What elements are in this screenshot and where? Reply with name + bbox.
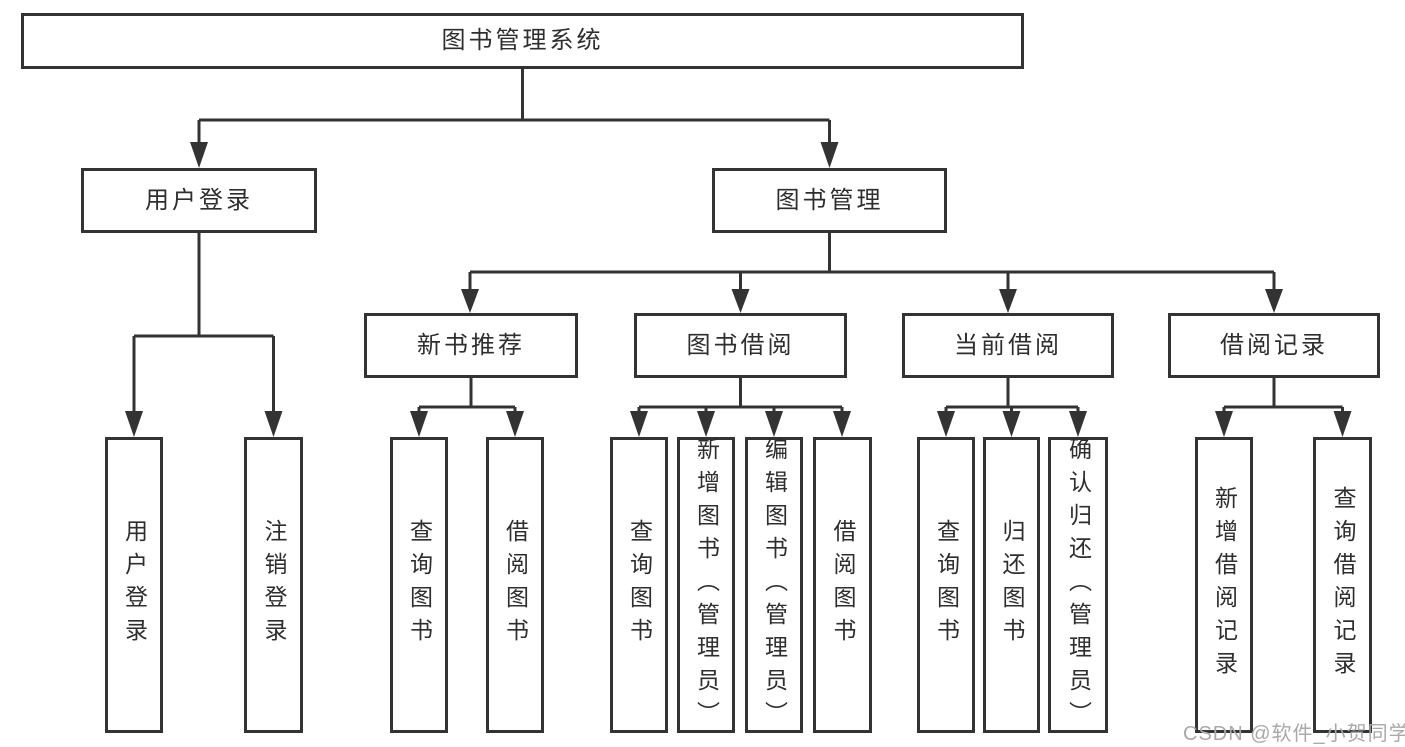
leaf-logout: 注销登录: [244, 437, 303, 733]
node-book-borrowing-label: 图书借阅: [686, 331, 795, 359]
leaf-query-books-current: 查询图书: [917, 437, 975, 733]
leaf-confirm-return-admin-label: 确认归还（管理员）: [1065, 436, 1092, 734]
node-library-system-label: 图书管理系统: [441, 27, 604, 54]
node-library-system: 图书管理系统: [21, 13, 1024, 69]
leaf-logout-label: 注销登录: [261, 519, 287, 651]
leaf-user-login: 用户登录: [105, 437, 163, 733]
leaf-add-borrow-record-label: 新增借阅记录: [1211, 486, 1238, 684]
node-user-login: 用户登录: [81, 168, 317, 233]
leaf-add-borrow-record: 新增借阅记录: [1195, 437, 1253, 733]
leaf-query-books-borrowing: 查询图书: [610, 437, 668, 733]
leaf-confirm-return-admin: 确认归还（管理员）: [1048, 436, 1108, 734]
leaf-return-books-label: 归还图书: [999, 519, 1025, 651]
leaf-borrow-books-recommend: 借阅图书: [486, 437, 544, 733]
arrowhead-icons: [125, 142, 1352, 437]
leaf-query-borrow-record-label: 查询借阅记录: [1330, 486, 1356, 684]
leaf-borrow-books-borrowing: 借阅图书: [813, 437, 872, 733]
node-borrowing-records: 借阅记录: [1168, 313, 1380, 378]
node-book-management-label: 图书管理: [775, 186, 884, 214]
node-current-borrowing: 当前借阅: [902, 313, 1114, 378]
node-book-borrowing: 图书借阅: [634, 313, 847, 378]
leaf-edit-book-admin-label: 编辑图书（管理员）: [761, 436, 788, 734]
leaf-add-book-admin-label: 新增图书（管理员）: [693, 436, 720, 734]
node-new-book-recommendation: 新书推荐: [364, 313, 578, 378]
node-book-management: 图书管理: [712, 168, 947, 233]
leaf-query-books-current-label: 查询图书: [933, 519, 960, 651]
leaf-query-borrow-record: 查询借阅记录: [1313, 437, 1372, 733]
node-user-login-label: 用户登录: [145, 186, 253, 214]
watermark: CSDN @软件_小贺同学: [1183, 723, 1405, 745]
leaf-edit-book-admin: 编辑图书（管理员）: [745, 436, 803, 734]
leaf-query-books-recommend-label: 查询图书: [406, 519, 433, 651]
leaf-add-book-admin: 新增图书（管理员）: [677, 436, 735, 734]
node-borrowing-records-label: 借阅记录: [1220, 331, 1328, 359]
leaf-borrow-books-recommend-label: 借阅图书: [502, 519, 529, 651]
leaf-borrow-books-borrowing-label: 借阅图书: [830, 519, 856, 651]
leaf-user-login-label: 用户登录: [121, 519, 148, 651]
leaf-query-books-borrowing-label: 查询图书: [626, 519, 653, 651]
node-new-book-recommendation-label: 新书推荐: [417, 331, 525, 359]
leaf-query-books-recommend: 查询图书: [390, 437, 448, 733]
node-current-borrowing-label: 当前借阅: [954, 331, 1062, 359]
leaf-return-books: 归还图书: [983, 437, 1040, 733]
